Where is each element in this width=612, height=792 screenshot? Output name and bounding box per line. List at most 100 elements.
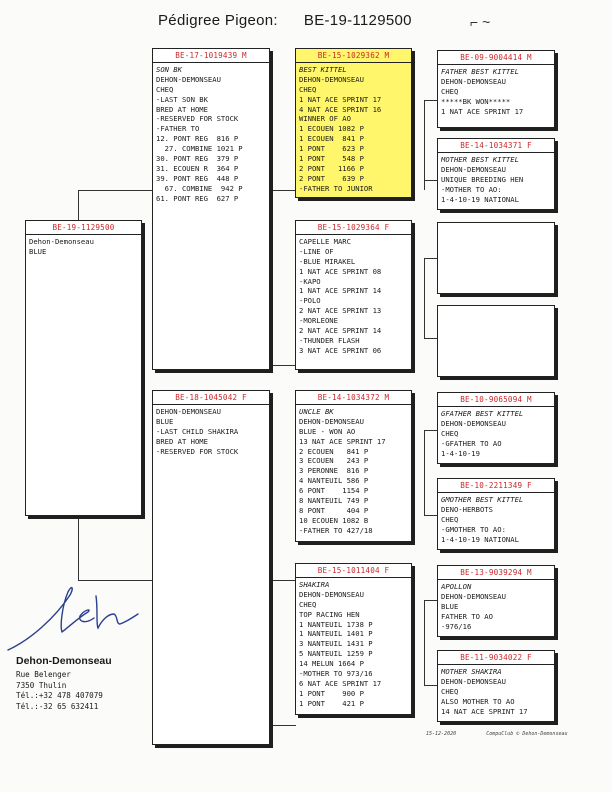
connector xyxy=(424,430,438,431)
card-line: CHEQ xyxy=(441,428,459,438)
card-line: MOTHER SHAKIRA xyxy=(441,666,502,676)
card-line: -FATHER TO JUNIOR xyxy=(299,183,373,193)
card-line: 31. ECOUEN R 364 P xyxy=(156,163,239,173)
card-line: 3 NANTEUIL 1431 P xyxy=(299,639,373,649)
owner-block: Dehon-Demonseau Rue Belenger 7350 Thulin… xyxy=(16,656,112,712)
card-line: -RESERVED FOR STOCK xyxy=(156,446,239,456)
card-line: 27. COMBINE 1021 P xyxy=(156,144,243,154)
owner-name: Dehon-Demonseau xyxy=(16,655,112,667)
connector xyxy=(270,190,271,365)
card-line: 5 NANTEUIL 1259 P xyxy=(299,649,373,659)
card-line: -LAST SON BK xyxy=(156,94,208,104)
dsd-card: BE-10-2211349 F GMOTHER BEST KITTEL DENO… xyxy=(437,478,555,550)
connector xyxy=(270,190,296,191)
card-line: 1-4-10-19 xyxy=(441,448,480,458)
card-line: -RESERVED FOR STOCK xyxy=(156,114,239,124)
dds-card: BE-13-9039294 M APOLLON DEHON-DEMONSEAU … xyxy=(437,565,555,637)
card-line: -LINE OF xyxy=(299,246,334,256)
owner-line: Tél.:-32 65 632411 xyxy=(16,701,99,711)
card-line: DEHON-DEMONSEAU xyxy=(299,416,364,426)
card-line: 30. PONT REG 379 P xyxy=(156,154,239,164)
ddd-card: BE-11-9034022 F MOTHER SHAKIRA DEHON-DEM… xyxy=(437,650,555,722)
card-line: 10 ECOUEN 1082 B xyxy=(299,515,369,525)
card-line: GFATHER BEST KITTEL xyxy=(441,408,524,418)
card-line: CHEQ xyxy=(441,514,459,524)
card-line: -GMOTHER TO AO: xyxy=(441,524,506,534)
card-line: 1 PONT 421 P xyxy=(299,698,364,708)
card-line: 8 PONT 404 P xyxy=(299,505,369,515)
card-line: DEHON-DEMONSEAU xyxy=(441,164,506,174)
ring-number: BE-14-1034372 M xyxy=(296,392,411,405)
card-line: 1 ECOUEN 841 P xyxy=(299,134,364,144)
card-line: BLUE xyxy=(441,601,459,611)
connector xyxy=(78,516,79,581)
connector xyxy=(424,180,438,181)
card-line: 4 NANTEUIL 586 P xyxy=(299,476,369,486)
card-line: 3 PERONNE 816 P xyxy=(299,466,369,476)
card-line: 8 NANTEUIL 749 P xyxy=(299,496,369,506)
connector xyxy=(424,338,438,339)
card-line: CHEQ xyxy=(441,686,459,696)
card-line: CHEQ xyxy=(299,599,317,609)
card-line: 39. PONT REG 448 P xyxy=(156,173,239,183)
card-line: FATHER TO AO xyxy=(441,611,493,621)
card-line: -976/16 xyxy=(441,621,472,631)
card-line: 14 NAT ACE SPRINT 17 xyxy=(441,706,528,716)
card-line: SON BK xyxy=(156,64,182,74)
card-line: GMOTHER BEST KITTEL xyxy=(441,494,524,504)
ring-number: BE-10-9065094 M xyxy=(438,394,554,407)
connector xyxy=(424,258,438,259)
card-line: -MORLEONE xyxy=(299,316,338,326)
card-line: 2 NAT ACE SPRINT 14 xyxy=(299,326,382,336)
card-line: 2 PONT 639 P xyxy=(299,173,364,183)
card-line: BRED AT HOME xyxy=(156,104,208,114)
card-line: 1 NAT ACE SPRINT 17 xyxy=(299,94,382,104)
signature xyxy=(7,586,139,651)
card-line: DEHON-DEMONSEAU xyxy=(156,406,221,416)
card-line: UNIQUE BREEDING HEN xyxy=(441,174,524,184)
owner-line: Rue Belenger xyxy=(16,670,71,680)
card-line: -FATHER TO xyxy=(156,124,200,134)
ring-number: BE-15-1029362 M xyxy=(296,50,411,63)
connector xyxy=(424,600,425,685)
card-line: 13 NAT ACE SPRINT 17 xyxy=(299,436,386,446)
ring-number: BE-17-1019439 M xyxy=(153,50,269,63)
dam-card: BE-18-1045042 F DEHON-DEMONSEAU BLUE -LA… xyxy=(152,390,270,745)
connector xyxy=(270,580,296,581)
card-line: 1 PONT 900 P xyxy=(299,688,364,698)
card-line: 4 NAT ACE SPRINT 16 xyxy=(299,104,382,114)
ring-number: BE-15-1011404 F xyxy=(296,565,411,578)
connector xyxy=(424,258,425,338)
card-line: TOP RACING HEN xyxy=(299,609,360,619)
card-line: SHAKIRA xyxy=(299,579,330,589)
card-line: 61. PONT REG 627 P xyxy=(156,193,239,203)
page-title: Pédigree Pigeon:BE-19-1129500 xyxy=(158,12,412,29)
dss-card: BE-10-9065094 M GFATHER BEST KITTEL DEHO… xyxy=(437,392,555,464)
ssd-card: BE-14-1034371 F MOTHER BEST KITTEL DEHON… xyxy=(437,138,555,210)
ring-number: BE-18-1045042 F xyxy=(153,392,269,405)
card-line: 1 PONT 548 P xyxy=(299,154,364,164)
connector xyxy=(424,100,438,101)
card-line: -MOTHER TO AO: xyxy=(441,184,502,194)
ring-number: BE-13-9039294 M xyxy=(438,567,554,580)
card-line: DEHON-DEMONSEAU xyxy=(299,74,364,84)
card-line: 6 PONT 1154 P xyxy=(299,486,369,496)
card-line: 12. PONT REG 816 P xyxy=(156,134,239,144)
ring-number: BE-09-9004414 M xyxy=(438,52,554,65)
card-line: ALSO MOTHER TO AO xyxy=(441,696,515,706)
card-line: -MOTHER TO 973/16 xyxy=(299,669,373,679)
connector xyxy=(78,580,153,581)
card-line: Dehon-Demonseau xyxy=(29,236,94,246)
sss-card: BE-09-9004414 M FATHER BEST KITTEL DEHON… xyxy=(437,50,555,128)
card-line: 6 NAT ACE SPRINT 17 xyxy=(299,678,382,688)
owner-line: 7350 Thulin xyxy=(16,680,67,690)
card-line: 1 NAT ACE SPRINT 14 xyxy=(299,286,382,296)
card-line: FATHER BEST KITTEL xyxy=(441,66,519,76)
card-line: 2 ECOUEN 841 P xyxy=(299,446,369,456)
connector xyxy=(270,725,296,726)
card-line: 2 NAT ACE SPRINT 13 xyxy=(299,306,382,316)
connector xyxy=(424,430,425,515)
card-line: DEHON-DEMONSEAU xyxy=(156,74,221,84)
card-line: 67. COMBINE 942 P xyxy=(156,183,243,193)
connector xyxy=(424,685,438,686)
